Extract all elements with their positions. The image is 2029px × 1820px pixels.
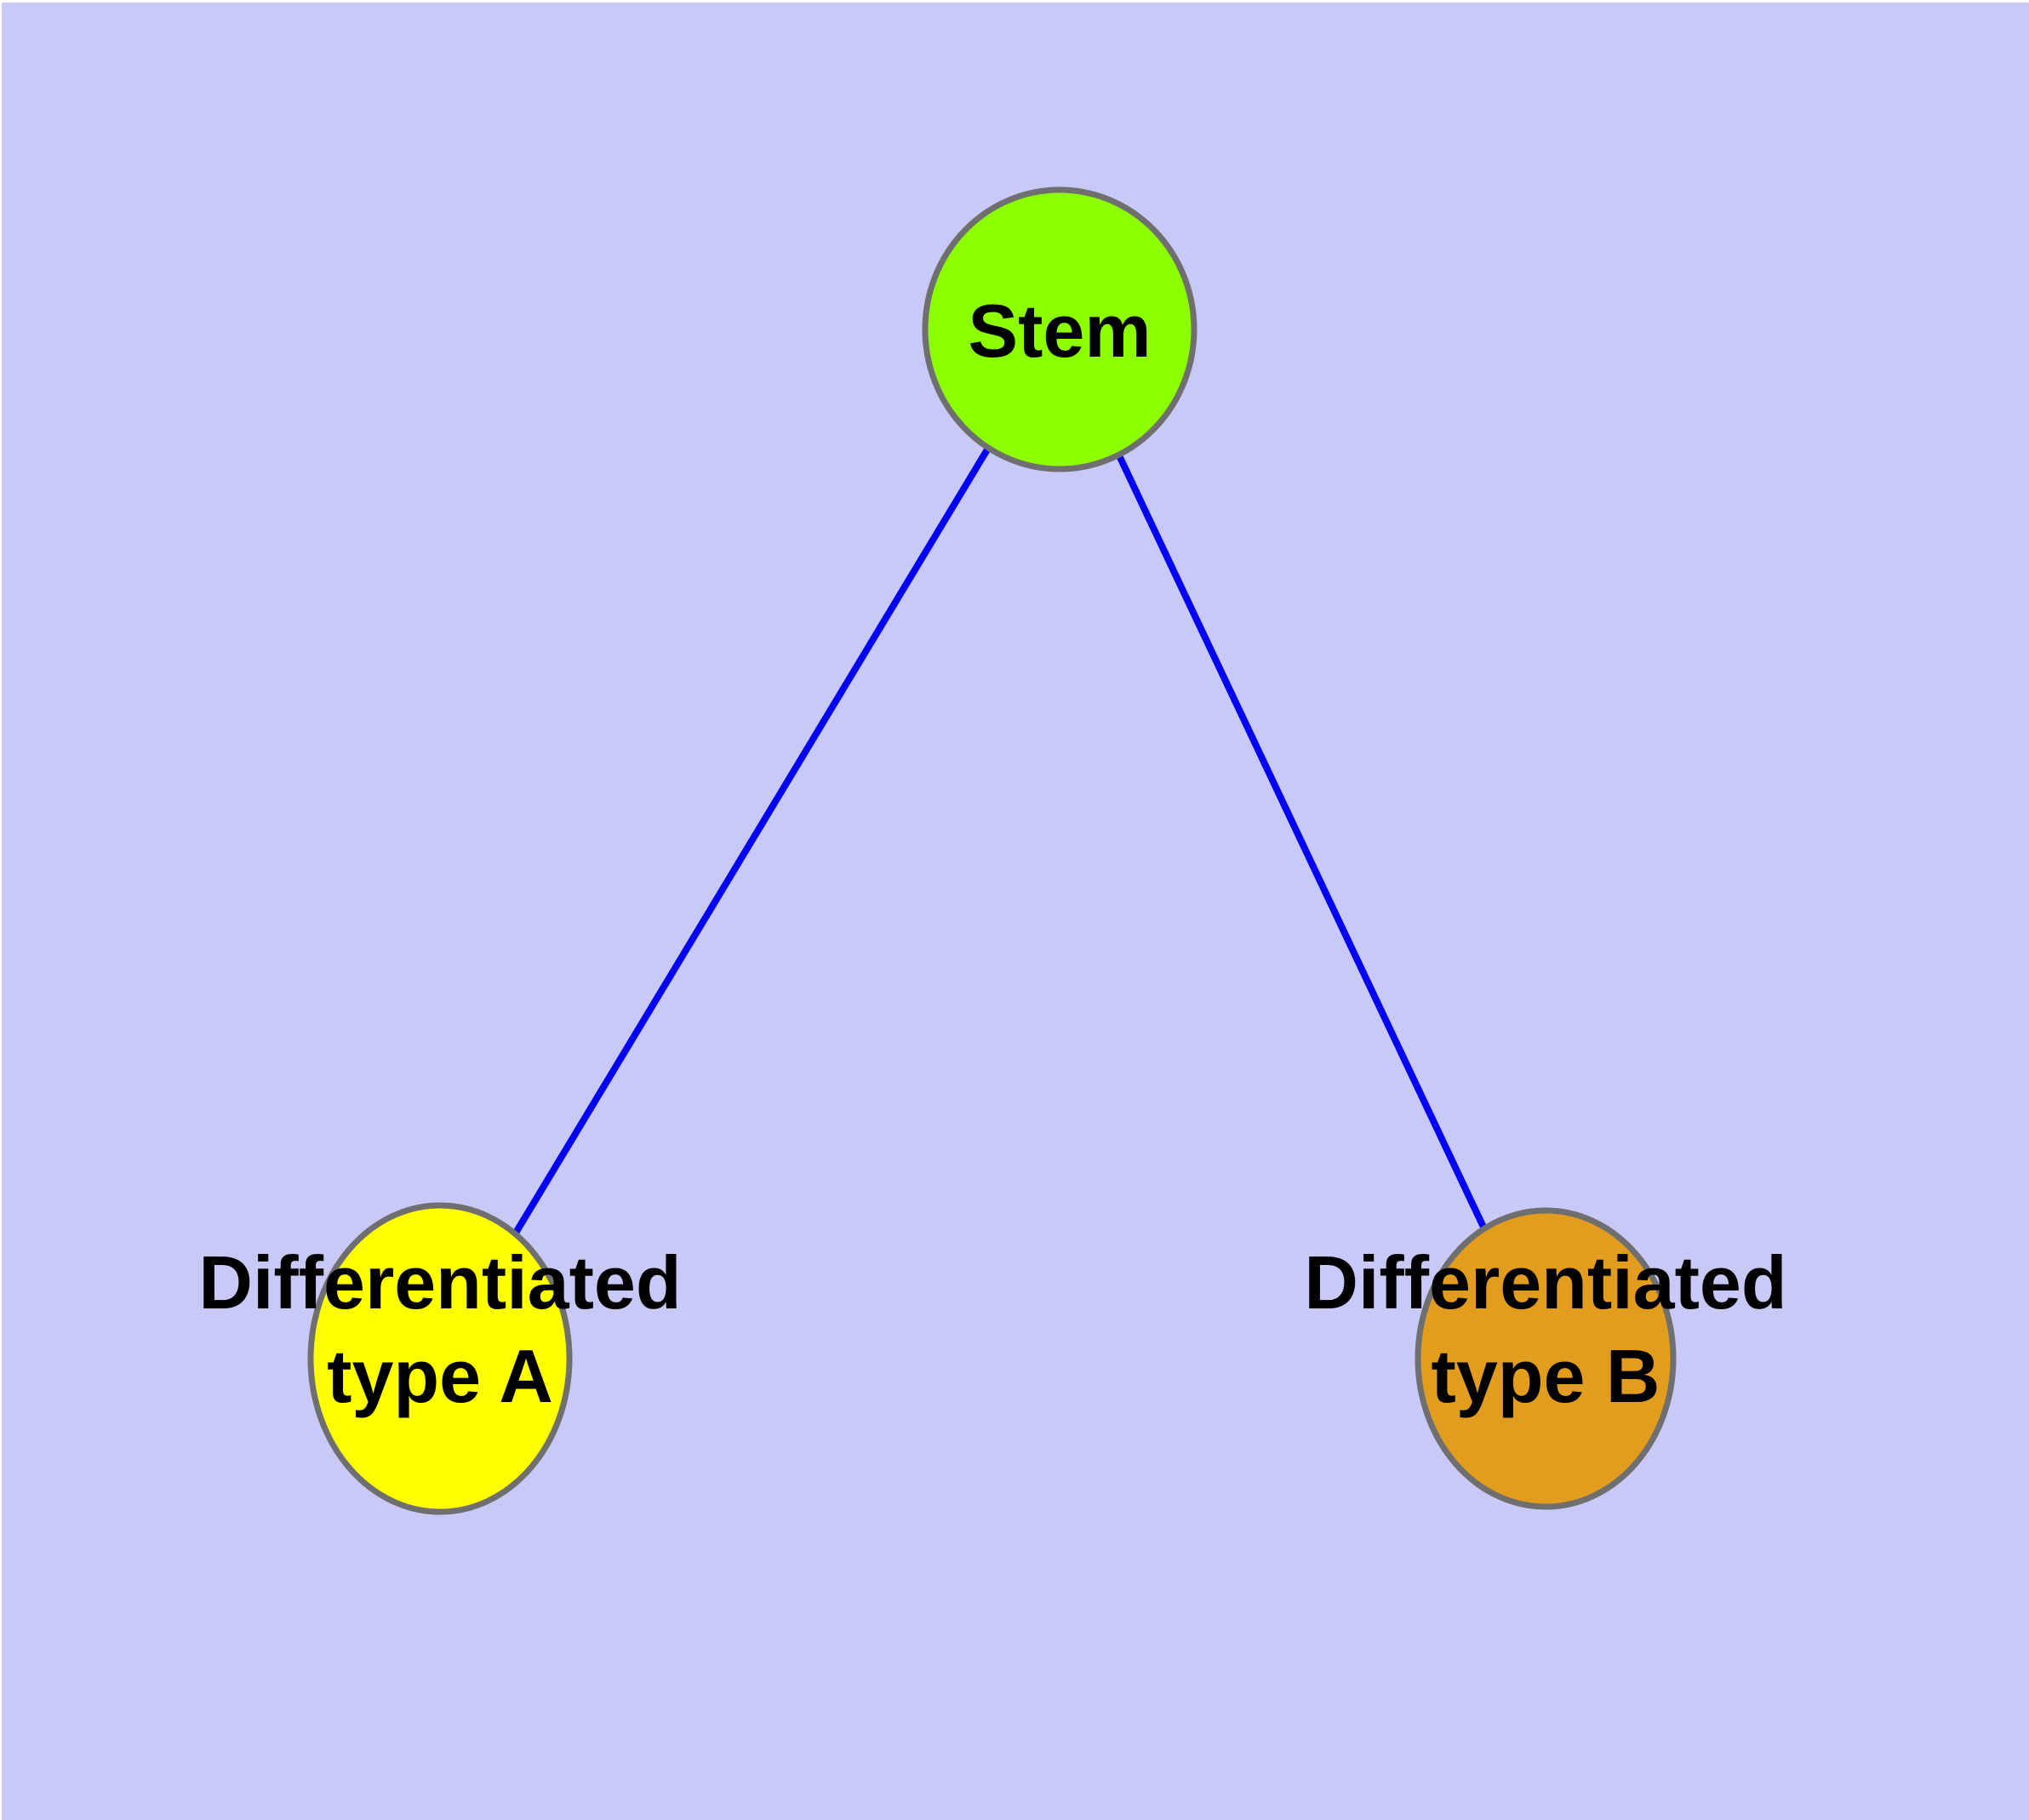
node-stem[interactable] [922,186,1197,472]
label-type-b-line2: type B [1431,1334,1660,1418]
edge-stem-to-type-b [1056,328,1549,1360]
label-type-b-line1: Differentiated [1304,1240,1787,1325]
label-type-a-line1: Differentiated [198,1240,682,1325]
node-differentiated-type-a[interactable] [307,1202,573,1515]
edge-stem-to-type-a [437,327,1063,1361]
label-type-a-line2: type A [327,1334,553,1418]
label-stem: Stem [968,284,1151,378]
label-differentiated-type-a: Differentiated type A [198,1236,681,1423]
label-stem-text: Stem [968,289,1152,373]
node-differentiated-type-b[interactable] [1415,1207,1677,1510]
label-differentiated-type-b: Differentiated type B [1304,1236,1786,1423]
